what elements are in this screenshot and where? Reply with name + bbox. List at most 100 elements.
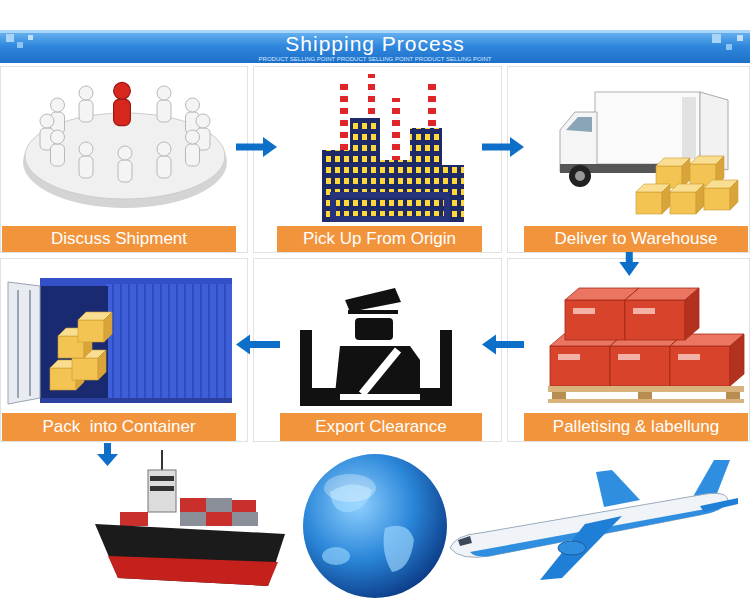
panel-frames-part [1, 67, 248, 253]
meeting-people-part-part [186, 130, 200, 166]
factory-skyline-part [368, 74, 375, 120]
customs-officer-icon-part [355, 318, 393, 340]
meeting-people-part [114, 82, 131, 125]
step-label: Palletising & labellung [553, 417, 719, 437]
shipping-container-part [29, 290, 31, 396]
palletised-boxes [548, 288, 744, 403]
palletised-boxes-part [726, 392, 740, 400]
delivery-truck-part [636, 184, 670, 214]
cargo-ship-part [150, 476, 174, 481]
process-card: Deliver to Warehouse [524, 68, 748, 252]
process-card: Discuss Shipment [2, 68, 236, 252]
customs-officer-icon-part [300, 330, 340, 400]
meeting-people-part-part [51, 130, 65, 166]
customs-officer-icon [300, 288, 452, 406]
shipping-container-part [106, 284, 232, 400]
down-arrow [97, 443, 118, 466]
cargo-ship-part [232, 500, 256, 512]
meeting-people-part-part [118, 146, 132, 182]
meeting-people-part-part [157, 86, 171, 122]
factory-skyline-part [330, 192, 450, 222]
delivery-truck [560, 92, 738, 214]
airplane-part [458, 536, 472, 546]
title-band-part [0, 30, 750, 63]
arrow-shaft [495, 341, 524, 348]
step-label: Pick Up From Origin [303, 229, 456, 249]
cargo-ship-part [206, 498, 232, 512]
factory-skyline-part [340, 80, 348, 152]
delivery-truck-part [704, 180, 738, 210]
meeting-people-part-part [40, 114, 54, 150]
delivery-truck-part [569, 165, 591, 187]
step-label: Deliver to Warehouse [555, 229, 718, 249]
title-band [0, 30, 750, 63]
down-arrow-part [97, 454, 118, 466]
globe-part [322, 547, 350, 565]
customs-officer-icon-part [335, 346, 420, 394]
airplane [450, 460, 738, 580]
customs-officer-icon-part [348, 310, 398, 314]
cargo-ship-part [148, 470, 176, 512]
globe [303, 454, 447, 598]
title-band-part [28, 35, 33, 40]
process-card: Export Clearance [280, 276, 482, 441]
shipping-container-part [8, 282, 40, 404]
delivery-truck-part [560, 112, 597, 172]
cargo-ship-part [206, 512, 232, 526]
shipping-container-part [17, 290, 19, 398]
palletised-boxes-part [548, 399, 744, 403]
factory-skyline-part [428, 82, 436, 130]
customs-officer-icon-part [362, 350, 398, 394]
palletised-boxes-part [625, 288, 699, 340]
cargo-ship [95, 450, 285, 586]
shipping-container [8, 278, 232, 404]
palletised-boxes-part [638, 392, 652, 400]
delivery-truck-part [566, 117, 592, 132]
meeting-people-part-part [186, 98, 200, 134]
arrow-head [482, 335, 496, 355]
flow-arrow [236, 335, 280, 355]
delivery-truck-part [670, 184, 704, 214]
airplane-part [596, 470, 640, 507]
palletised-boxes-part [552, 392, 566, 400]
shipping-container-part [78, 312, 112, 342]
panel-frames [1, 67, 750, 442]
meeting-people-part-part [157, 142, 171, 178]
arrow-shaft [249, 341, 280, 348]
arrow-shaft [482, 144, 511, 151]
label-bar: Palletising & labellung [524, 413, 748, 441]
airplane-part [558, 541, 586, 555]
globe-part [303, 454, 447, 598]
cargo-ship-part [180, 498, 206, 512]
customs-officer-icon-part [300, 400, 452, 406]
meeting-people-part-part [114, 82, 131, 125]
customs-officer-icon-part [345, 288, 401, 312]
down-arrow-part [104, 443, 111, 455]
flow-arrow [619, 252, 639, 276]
title-text: Shipping Process [0, 32, 750, 56]
meeting-people-part-part [79, 86, 93, 122]
title-band-part [6, 34, 14, 42]
label-bar: Discuss Shipment [2, 226, 236, 252]
step-label: Export Clearance [315, 417, 446, 437]
globe-part [324, 474, 376, 502]
cargo-ship-part [108, 556, 278, 586]
delivery-truck-part [595, 92, 700, 164]
customs-officer-icon-part [420, 330, 452, 400]
delivery-truck-part [682, 97, 696, 159]
factory-skyline-part [336, 198, 444, 216]
flow-arrow [236, 137, 277, 157]
arrow-shaft [236, 144, 264, 151]
title-band-part [17, 42, 23, 48]
step-label: Pack into Container [42, 417, 195, 437]
airplane-part [700, 498, 738, 512]
subtitle-text: PRODUCT SELLING POINT PRODUCT SELLING PO… [0, 56, 750, 63]
meeting-people-part-part [79, 142, 93, 178]
label-bar: Pick Up From Origin [277, 226, 482, 252]
title-band-part [726, 44, 732, 50]
arrow-shaft [626, 252, 633, 263]
meeting-people-part-part [196, 114, 210, 150]
delivery-truck-part [656, 158, 690, 188]
